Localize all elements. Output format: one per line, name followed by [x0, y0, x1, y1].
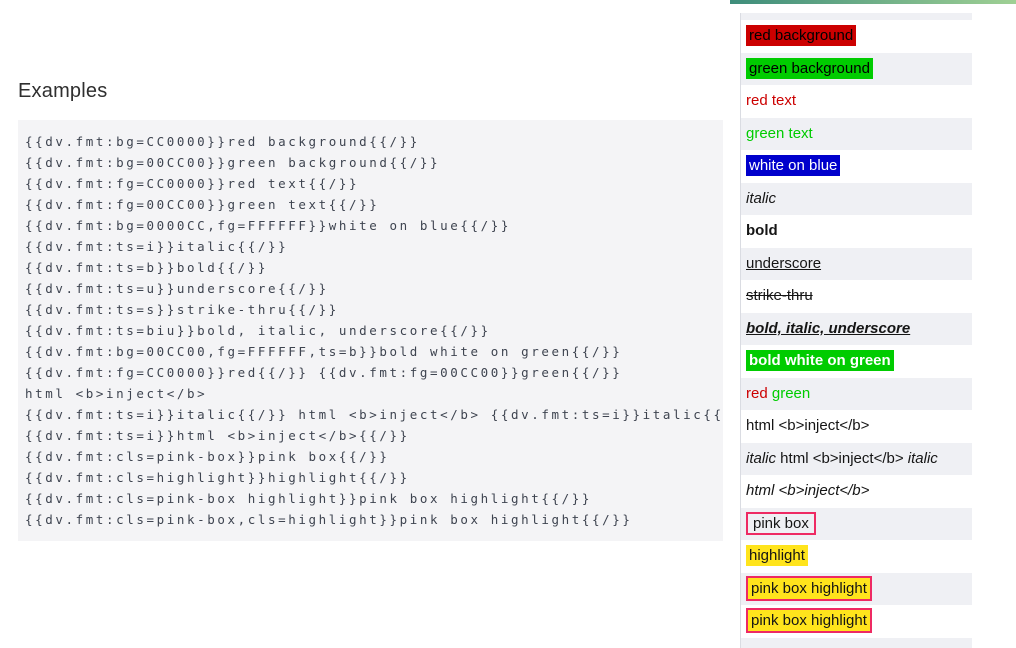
partial-row-top [741, 13, 972, 20]
result-row: bold white on green [741, 345, 972, 378]
partial-row-bottom [741, 637, 972, 648]
results-top-border [730, 0, 1016, 4]
result-segment: html <b>inject</b> [746, 417, 870, 434]
result-row: pink box highlight [741, 572, 972, 605]
code-line: {{dv.fmt:bg=CC0000}}red background{{/}} [25, 134, 420, 149]
code-line: {{dv.fmt:fg=CC0000}}red{{/}} {{dv.fmt:fg… [25, 365, 623, 380]
result-segment: underscore [746, 254, 822, 272]
result-segment: bold, italic, underscore [746, 319, 911, 337]
result-row: red green [741, 377, 972, 410]
results-panel: red background green background red text gr… [740, 13, 972, 648]
result-segment: italic [746, 189, 777, 207]
code-line: {{dv.fmt:cls=highlight}}highlight{{/}} [25, 470, 410, 485]
result-row: pink box [741, 507, 972, 540]
result-row: html <b>inject</b> [741, 410, 972, 443]
code-line: {{dv.fmt:ts=b}}bold{{/}} [25, 260, 269, 275]
result-row: red background [741, 20, 972, 53]
code-line: html <b>inject</b> [25, 386, 208, 401]
result-segment: green background [746, 57, 873, 79]
result-segment: pink box highlight [746, 575, 872, 601]
code-line: {{dv.fmt:fg=CC0000}}red text{{/}} [25, 176, 360, 191]
code-line: {{dv.fmt:fg=00CC00}}green text{{/}} [25, 197, 380, 212]
code-line: {{dv.fmt:ts=i}}html <b>inject</b>{{/}} [25, 428, 410, 443]
result-segment: red [746, 384, 768, 402]
results-list: red background green background red text gr… [741, 20, 972, 638]
result-segment: italic [746, 449, 777, 467]
code-line: {{dv.fmt:cls=pink-box highlight}}pink bo… [25, 491, 593, 506]
result-row: highlight [741, 540, 972, 573]
code-line: {{dv.fmt:cls=pink-box,cls=highlight}}pin… [25, 512, 633, 527]
result-row: green background [741, 52, 972, 85]
result-segment: italic [907, 449, 938, 467]
result-segment: strike-thru [746, 287, 813, 304]
code-line: {{dv.fmt:bg=0000CC,fg=FFFFFF}}white on b… [25, 218, 512, 233]
code-line: {{dv.fmt:ts=i}}italic{{/}} [25, 239, 289, 254]
result-row: green text [741, 117, 972, 150]
result-segment: html <b>inject</b> [776, 449, 908, 467]
result-row: bold [741, 215, 972, 248]
result-segment: highlight [746, 545, 808, 566]
result-row: pink box highlight [741, 605, 972, 638]
code-line: {{dv.fmt:ts=u}}underscore{{/}} [25, 281, 329, 296]
result-segment: html <b>inject</b> [746, 482, 870, 499]
result-row: underscore [741, 247, 972, 280]
result-segment: pink box [746, 511, 816, 535]
result-row: red text [741, 85, 972, 118]
result-segment: bold [746, 222, 778, 239]
result-segment: green text [746, 124, 813, 142]
result-segment: green [771, 384, 811, 402]
code-line: {{dv.fmt:ts=s}}strike-thru{{/}} [25, 302, 339, 317]
result-row: white on blue [741, 150, 972, 183]
result-segment: bold white on green [746, 350, 894, 371]
result-row: strike-thru [741, 280, 972, 313]
result-segment: white on blue [746, 155, 841, 176]
code-line: {{dv.fmt:ts=i}}italic{{/}} html <b>injec… [25, 407, 723, 422]
code-block: {{dv.fmt:bg=CC0000}}red background{{/}} {… [18, 120, 723, 541]
result-row: italic [741, 182, 972, 215]
result-row: italic html <b>inject</b> italic [741, 442, 972, 475]
result-segment: pink box highlight [746, 608, 872, 633]
examples-heading: Examples [18, 79, 108, 102]
result-row: bold, italic, underscore [741, 312, 972, 345]
code-line: {{dv.fmt:ts=biu}}bold, italic, underscor… [25, 323, 491, 338]
result-segment: red background [746, 25, 857, 46]
code-line: {{dv.fmt:bg=00CC00,fg=FFFFFF,ts=b}}bold … [25, 344, 623, 359]
code-line: {{dv.fmt:cls=pink-box}}pink box{{/}} [25, 449, 390, 464]
result-segment: red text [746, 92, 797, 109]
code-line: {{dv.fmt:bg=00CC00}}green background{{/}… [25, 155, 441, 170]
result-row: html <b>inject</b> [741, 475, 972, 508]
